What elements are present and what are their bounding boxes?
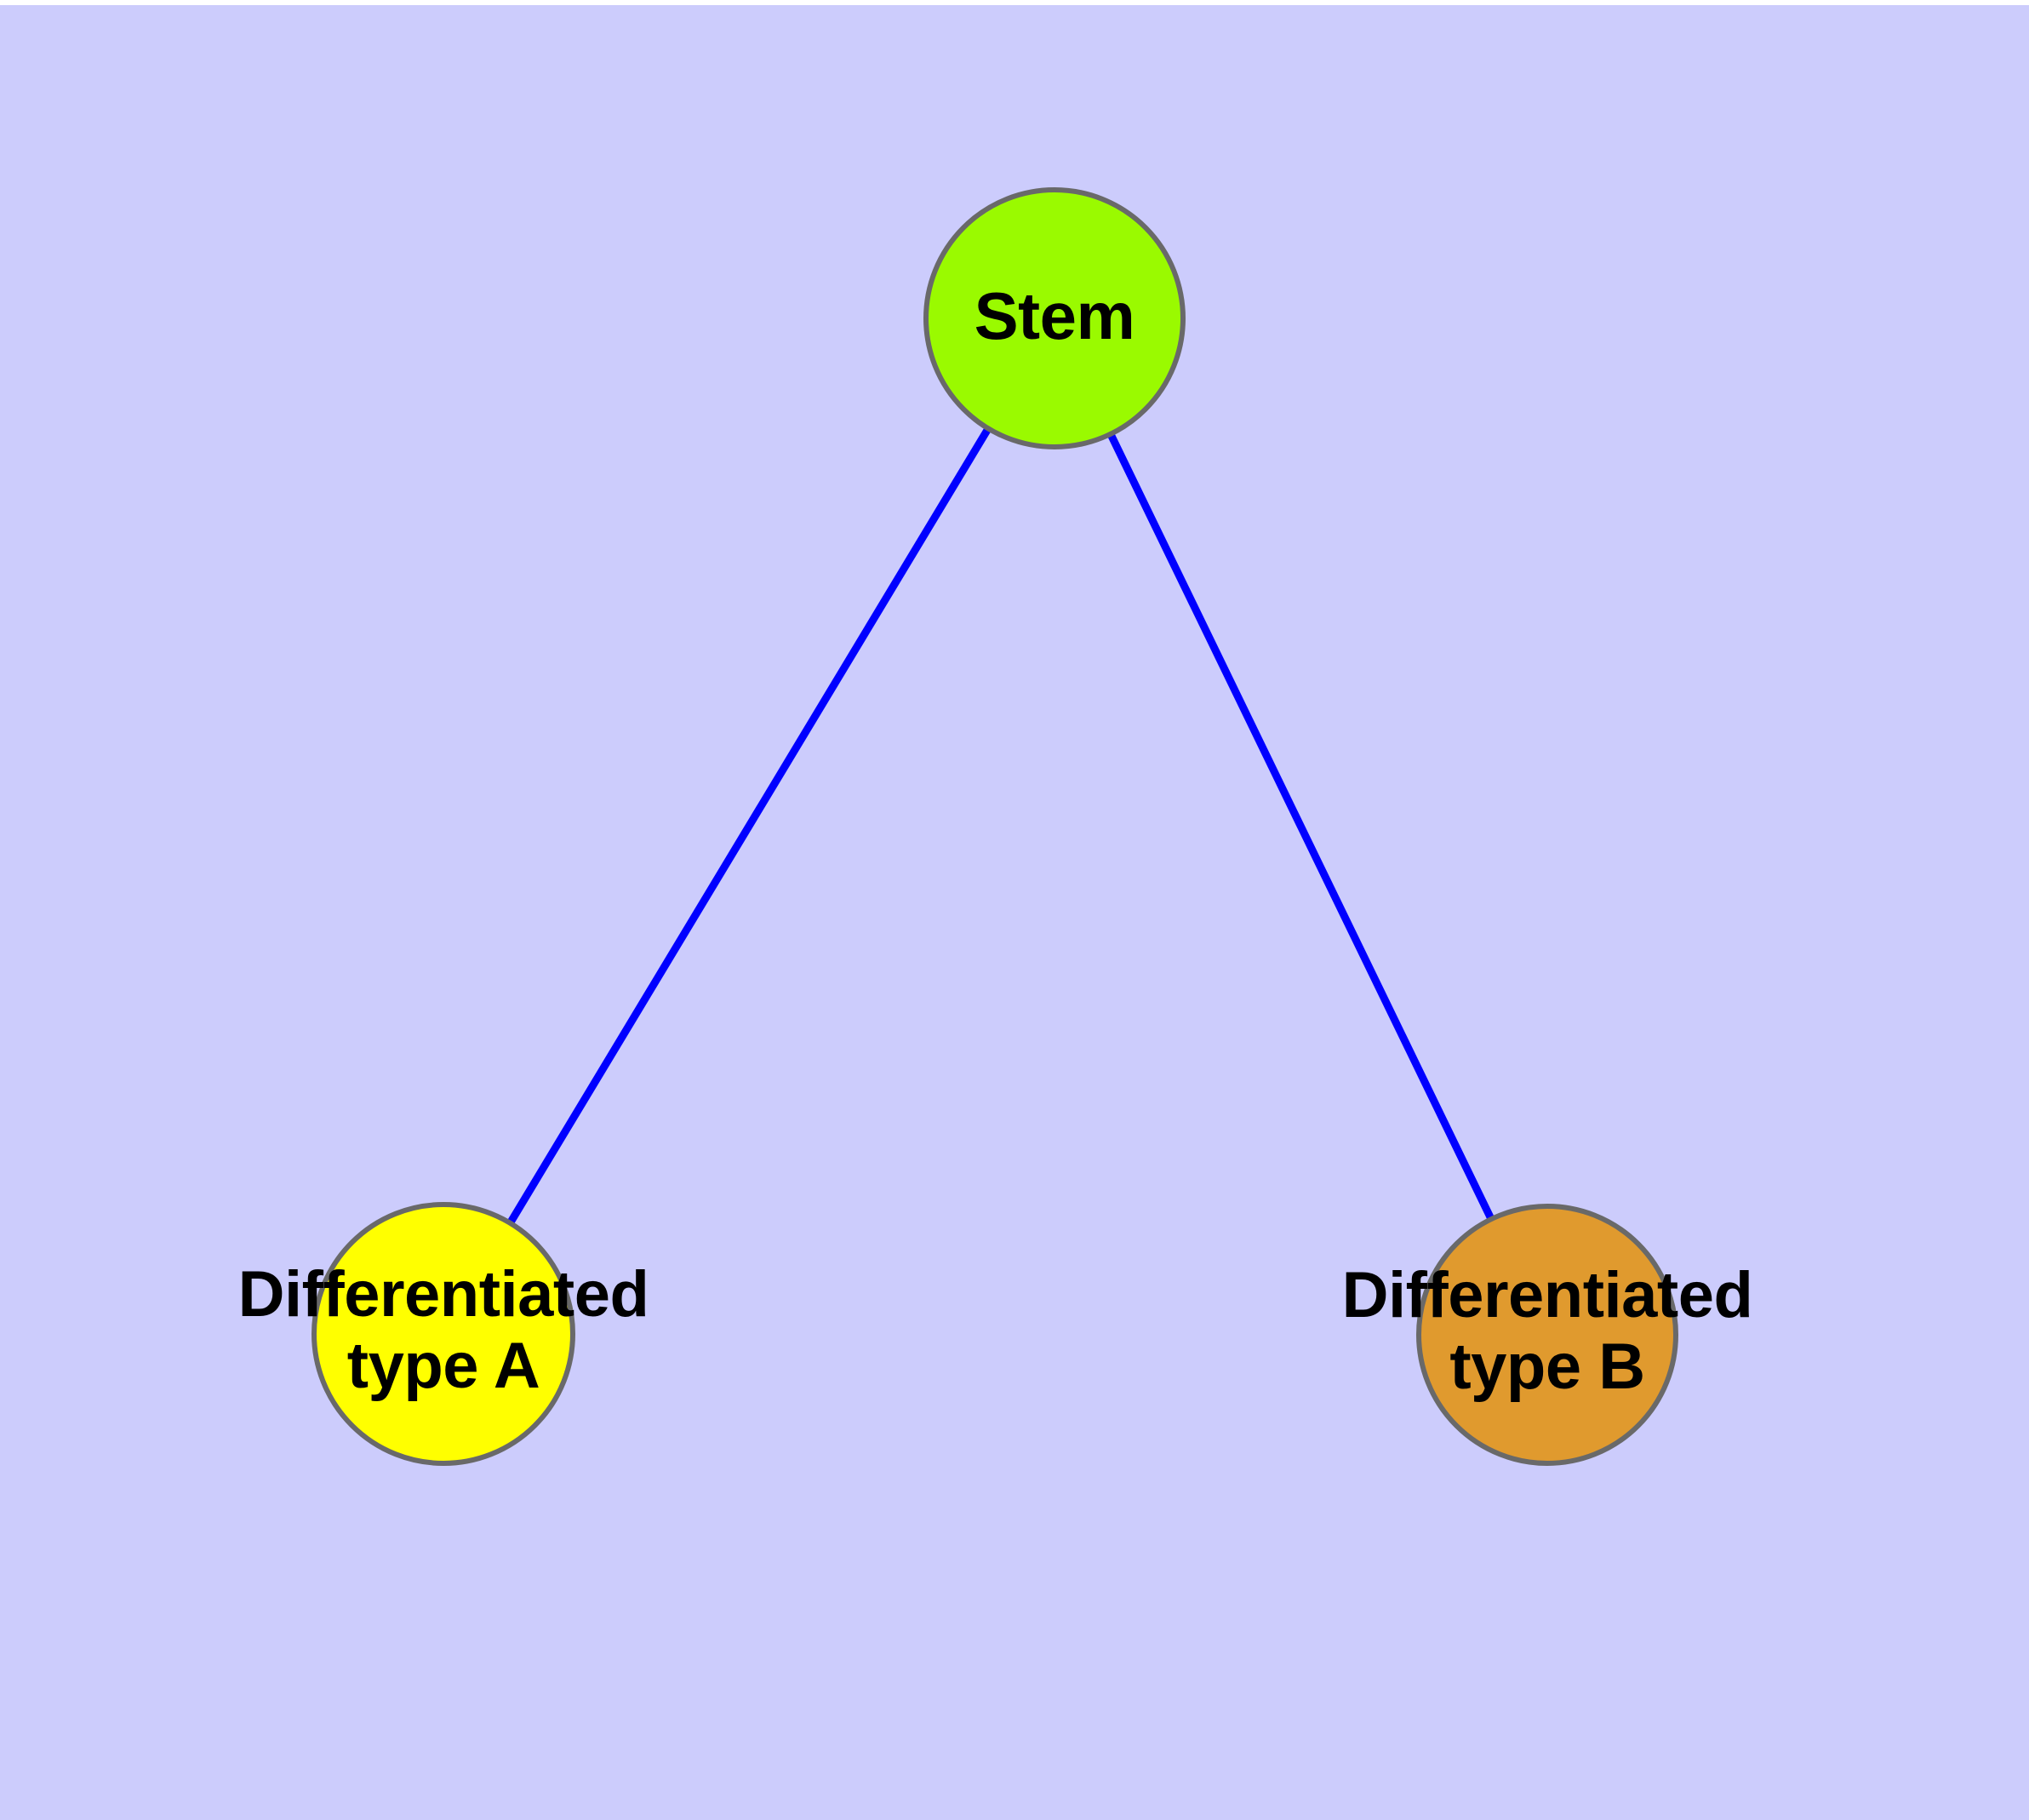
edge-layer: [440, 316, 1552, 1336]
node-stem[interactable]: [923, 187, 1186, 449]
edge-stem-to-differentiated-a: [440, 316, 1058, 1336]
node-layer: [311, 187, 1678, 1466]
node-differentiated-type-b[interactable]: [1416, 1204, 1678, 1466]
top-white-strip: [0, 0, 2029, 5]
edge-stem-to-differentiated-b: [1050, 317, 1552, 1336]
node-differentiated-type-a[interactable]: [311, 1202, 575, 1466]
